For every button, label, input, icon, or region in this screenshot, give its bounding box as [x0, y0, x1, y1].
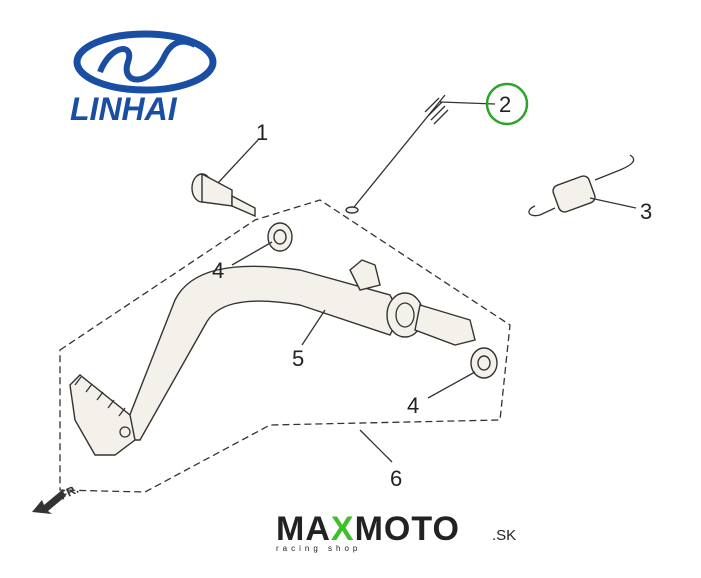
leader-6	[359, 429, 393, 463]
assembly-boundary	[59, 199, 511, 493]
callout-1: 1	[256, 120, 268, 145]
maxmoto-tagline: racing shop	[276, 544, 361, 553]
front-direction-marker: FR.	[32, 482, 81, 514]
front-arrow-icon	[32, 490, 66, 514]
callout-5: 5	[292, 346, 304, 371]
part-1-pivot-bolt	[191, 172, 256, 218]
callout-2: 2	[499, 92, 511, 117]
leader-5	[301, 309, 326, 346]
part-4-bushing-upper	[267, 222, 293, 252]
maxmoto-domain: .SK	[492, 527, 516, 544]
leader-1	[217, 139, 259, 184]
part-3-spring	[528, 154, 635, 217]
linhai-logo: LINHAI	[70, 30, 217, 127]
fr-label: FR.	[57, 482, 80, 503]
linhai-logo-text: LINHAI	[70, 91, 178, 127]
maxmoto-logo: MAXMOTO .SK racing shop	[276, 510, 516, 553]
leader-4a	[231, 241, 273, 266]
part-4-bushing-lower	[470, 347, 498, 379]
leader-4b	[427, 371, 476, 399]
highlight-circle	[485, 82, 529, 126]
callout-3: 3	[640, 199, 652, 224]
part-2-pin	[345, 94, 449, 214]
callout-4-lower: 4	[407, 393, 419, 418]
callout-6: 6	[390, 466, 402, 491]
leader-3	[589, 197, 637, 209]
callout-4-upper: 4	[212, 258, 224, 283]
svg-text:MAXMOTO: MAXMOTO	[276, 510, 460, 548]
part-5-brake-pedal	[69, 259, 476, 456]
